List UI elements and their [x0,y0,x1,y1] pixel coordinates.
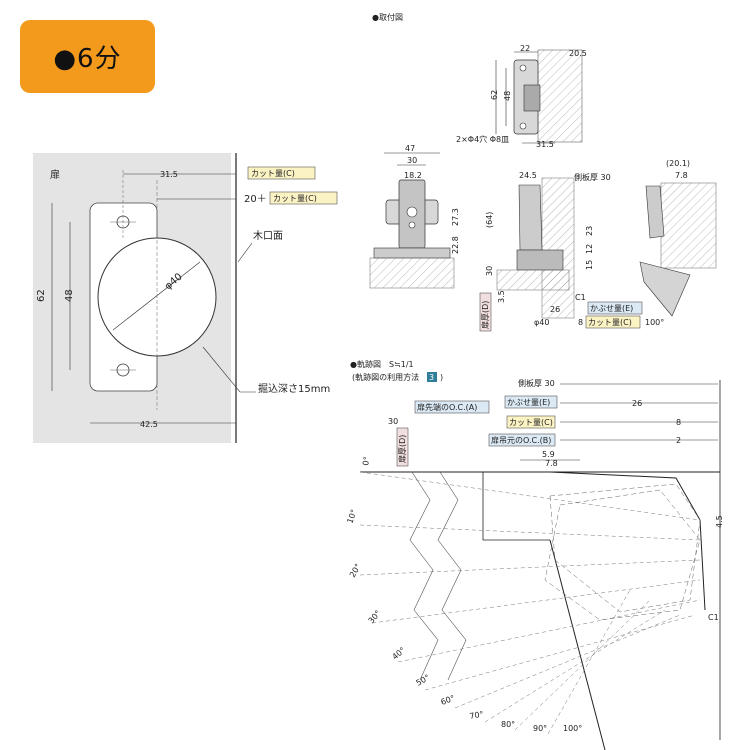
track-arc-lines [359,471,701,735]
mount-dim-22: 22 [520,44,530,53]
section-overlay-e: かぶせ量(E) [590,304,633,313]
track-subtitle-num: 3 [429,373,434,382]
track-dim-8: 8 [676,418,681,427]
track-title: ●軌跡図 S≒1/1 [350,359,414,369]
dim-20-plus: 20＋ [244,194,267,205]
track-angle-70: 70° [469,710,485,721]
section-c1: C1 [575,293,586,302]
track-angle-0: 0° [361,456,371,467]
door-view: 扉 31.5 カット量(C) 20＋ カット量(C) 木口面 62 48 φ40… [33,153,338,443]
track-overlay-e: かぶせ量(E) [507,398,550,407]
track-angle-30: 30° [367,609,383,626]
section-dim-15: 15 [585,260,594,270]
front-dim-30: 30 [407,156,417,165]
mount-dim-31-5: 31.5 [536,140,554,149]
track-diagram: ●軌跡図 S≒1/1 (軌跡図の利用方法 3 ) 側板厚 30 扉先端のO.C.… [345,359,724,750]
dim-48: 48 [64,289,75,302]
track-angle-40: 40° [391,646,408,662]
section-dim-3-5: 3.5 [497,290,506,303]
front-dim-27-3: 27.3 [451,208,460,226]
dim-31-5: 31.5 [160,170,178,179]
track-angle-50: 50° [415,673,432,688]
section-dim-26: 26 [550,305,560,314]
front-dim-18-2: 18.2 [404,171,422,180]
dim-42-5: 42.5 [140,420,158,429]
section-view: 24.5 側板厚 30 (64) 23 12 15 30 3.5 扉厚(D) C… [479,171,643,332]
track-dim-2: 2 [676,436,681,445]
track-door-thick: 扉厚(D) [397,435,407,463]
open-arm [645,185,665,239]
wood-edge-label: 木口面 [253,230,283,242]
track-angle-60: 60° [440,694,456,707]
mount-dim-48: 48 [503,91,512,101]
section-arm [518,184,543,251]
section-dim-12: 12 [585,244,594,254]
section-cut-c: カット量(C) [588,318,632,327]
dim-cut-c: カット量(C) [251,169,295,178]
track-c1: C1 [708,613,719,622]
mount-dim-62: 62 [490,90,499,100]
section-dim-24-5: 24.5 [519,171,537,180]
dim-cut-c2: カット量(C) [273,194,317,203]
depth-note: 掘込深さ15mm [258,382,330,395]
open-door [639,261,691,317]
section-dim-8: 8 [578,318,583,327]
badge-label: ●6分 [53,44,122,74]
track-angle-90: 90° [533,724,547,733]
track-door-closed [549,471,706,611]
front-dim-22-8: 22.8 [451,236,460,254]
track-angle-20: 20° [348,562,363,579]
track-cut-c: カット量(C) [509,418,553,427]
mount-hole-note: 2×Φ4穴 Φ8皿 [456,134,509,144]
hinge-size-badge: ●6分 [20,20,155,93]
track-subtitle-end: ) [440,373,443,382]
section-dim-phi40: φ40 [534,318,549,327]
door-label: 扉 [50,168,60,181]
track-subtitle: (軌跡図の利用方法 [352,372,419,382]
front-dim-47: 47 [405,144,415,153]
track-dim-4-5: 4.5 [715,515,724,528]
section-door-thick: 扉厚(D) [480,301,490,329]
open-angle-100: 100° [645,318,664,327]
diameter-line [112,261,201,331]
track-dim-30: 30 [388,417,398,426]
track-angle-10: 10° [345,508,358,524]
mount-dim-20-5: 20.5 [569,49,587,58]
mount-title: ●取付図 [372,12,403,22]
section-dim-23: 23 [585,226,594,236]
track-angle-80: 80° [501,720,515,729]
track-dim-5-9: 5.9 [542,450,555,459]
track-door-open [549,539,606,750]
open-dim-20-1: (20.1) [666,159,690,168]
track-angle-100: 100° [563,724,582,733]
open-dim-7-8: 7.8 [675,171,688,180]
front-view: 47 30 18.2 27.3 22.8 [369,144,460,289]
mounting-view: ●取付図 22 20.5 62 48 2×Φ4穴 Φ8皿 31.5 [372,12,587,149]
dim-62: 62 [36,289,47,302]
open-view: (20.1) 7.8 100° [639,159,717,327]
track-oc-a: 扉先端のO.C.(A) [417,402,477,412]
section-dim-64: (64) [485,212,494,228]
track-side-panel: 側板厚 30 [518,378,555,388]
track-dim-26: 26 [632,399,642,408]
section-side-panel: 側板厚 30 [574,172,611,182]
track-dim-7-8: 7.8 [545,459,558,468]
section-dim-30: 30 [485,266,494,276]
track-oc-b: 扉吊元のO.C.(B) [491,435,551,445]
